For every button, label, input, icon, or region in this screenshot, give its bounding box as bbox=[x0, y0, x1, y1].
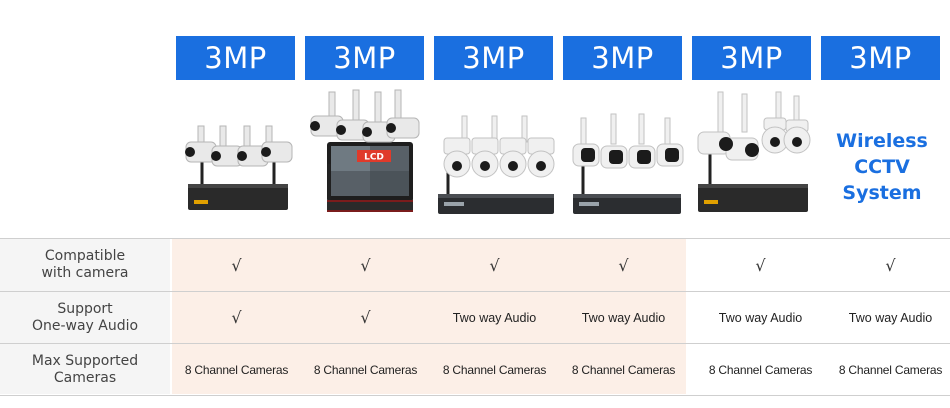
row-label-column bbox=[0, 238, 170, 394]
table-cell: 8 Channel Cameras bbox=[838, 362, 943, 377]
table-cell: 8 Channel Cameras bbox=[708, 362, 813, 377]
lcd-nvr-camera-kit-icon: LCD bbox=[303, 88, 429, 228]
wireless-text-line1: Wireless bbox=[836, 130, 928, 152]
resolution-badge-5: 3MP bbox=[692, 36, 811, 80]
table-cell: √ bbox=[231, 308, 242, 327]
table-divider bbox=[0, 291, 950, 292]
row-label-line: Cameras bbox=[53, 369, 117, 386]
product-image-row: LCD bbox=[170, 88, 950, 228]
resolution-badge-4: 3MP bbox=[563, 36, 682, 80]
table-divider bbox=[0, 395, 950, 396]
resolution-badge-2: 3MP bbox=[305, 36, 424, 80]
table-cell: 8 Channel Cameras bbox=[313, 362, 418, 377]
resolution-badge-row: 3MP 3MP 3MP 3MP 3MP 3MP bbox=[176, 36, 946, 80]
row-label-line: Support bbox=[57, 300, 113, 317]
table-cell: 8 Channel Cameras bbox=[184, 362, 289, 377]
bullet-camera-kit-icon bbox=[174, 88, 300, 228]
table-cell: √ bbox=[360, 255, 371, 275]
wireless-cctv-system-text: Wireless CCTV System bbox=[819, 128, 945, 206]
table-cell: √ bbox=[231, 255, 242, 275]
row-label-line: Compatible bbox=[44, 248, 126, 264]
table-cell: √ bbox=[885, 255, 896, 275]
resolution-badge-6: 3MP bbox=[821, 36, 940, 80]
row-label-line: with camera bbox=[41, 265, 129, 281]
mixed-camera-kit-icon bbox=[690, 88, 816, 228]
ptz-dome-camera-kit-icon bbox=[432, 88, 558, 228]
mini-bullet-camera-kit-icon bbox=[561, 88, 687, 228]
table-divider bbox=[0, 238, 950, 239]
wireless-text-line3: System bbox=[842, 182, 922, 204]
table-cell: Two way Audio bbox=[718, 310, 803, 325]
resolution-badge-3: 3MP bbox=[434, 36, 553, 80]
wireless-text-line2: CCTV bbox=[854, 156, 910, 178]
resolution-badge-1: 3MP bbox=[176, 36, 295, 80]
row-label-line: One-way Audio bbox=[31, 317, 139, 334]
table-cell: √ bbox=[618, 255, 629, 275]
table-cell: 8 Channel Cameras bbox=[571, 362, 676, 377]
lcd-label: LCD bbox=[364, 153, 384, 163]
table-cell: Two way Audio bbox=[452, 310, 537, 325]
table-cell: Two way Audio bbox=[848, 310, 933, 325]
table-cell: √ bbox=[755, 255, 766, 275]
table-cell: √ bbox=[360, 308, 371, 327]
highlight-columns bbox=[172, 238, 686, 394]
table-cell: √ bbox=[489, 255, 500, 275]
table-divider bbox=[0, 343, 950, 344]
table-cell: Two way Audio bbox=[581, 310, 666, 325]
row-label-line: Max Supported bbox=[31, 352, 139, 369]
table-cell: 8 Channel Cameras bbox=[442, 362, 547, 377]
